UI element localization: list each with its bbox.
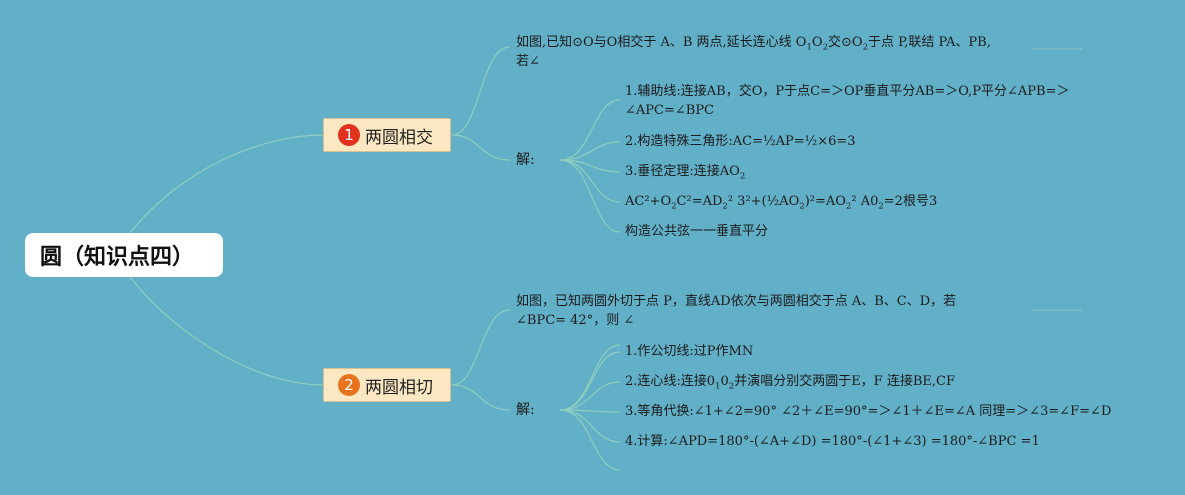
- b1-problem-text[interactable]: 如图,已知⊙O与O相交于 A、B 两点,延长连心线 O1O2交⊙O2于点 P,联…: [516, 33, 991, 71]
- connector-s2-step2: [559, 381, 621, 411]
- branch-label: 两圆相交: [365, 127, 433, 148]
- connector-s2-step4: [559, 409, 621, 443]
- b1-step-auxiliary-line[interactable]: 1.辅助线:连接AB，交O，P于点C=＞OP垂直平分AB=＞O,P平分∠APB=…: [625, 84, 1070, 118]
- b1-solution-label[interactable]: 解:: [516, 152, 535, 168]
- connector-s2-step1: [559, 351, 621, 411]
- b1-problem-line2: 若∠: [516, 54, 540, 69]
- connector-root-branch2: [129, 276, 324, 386]
- b2-problem-text[interactable]: 如图，已知两圆外切于点 P，直线AD依次与两圆相交于点 A、B、C、D，若 ∠B…: [516, 292, 956, 330]
- connector-s1-step1: [559, 99, 621, 161]
- connector-s2-step5: [559, 409, 621, 471]
- branch-node-tangent[interactable]: 2 两圆相切: [323, 368, 451, 402]
- b2-problem-line1: 如图，已知两圆外切于点 P，直线AD依次与两圆相交于点 A、B、C、D，若: [516, 294, 957, 309]
- branch-node-intersect[interactable]: 1 两圆相交: [323, 118, 451, 152]
- connector-b2-solution: [451, 384, 511, 411]
- b1-step-perpendicular-theorem[interactable]: 3.垂径定理:连接AO2: [625, 164, 746, 182]
- b2-problem-line2: ∠BPC= 42°，则 ∠: [516, 313, 635, 328]
- badge-number-2: 2: [338, 374, 360, 396]
- connector-root-branch1: [129, 134, 324, 234]
- connector-s1-step3: [559, 159, 621, 173]
- connector-b1-problem: [451, 46, 511, 136]
- branch-label: 两圆相切: [365, 377, 433, 398]
- connector-s1-step5: [559, 159, 621, 233]
- b1-step-pythagoras[interactable]: AC²+O2C²=AD2² 3²+(½AO2)²=AO2² A02=2根号3: [625, 194, 938, 212]
- root-node[interactable]: 圆（知识点四）: [25, 233, 223, 277]
- root-title: 圆（知识点四）: [40, 245, 195, 270]
- b1-problem-line1: 如图,已知⊙O与O相交于 A、B 两点,延长连心线 O1O2交⊙O2于点 P,联…: [516, 35, 991, 53]
- b1-step-common-chord[interactable]: 构造公共弦一一垂直平分: [625, 224, 769, 239]
- b2-step-center-line[interactable]: 2.连心线:连接0102并演唱分别交两圆于E，F 连接BE,CF: [625, 374, 955, 392]
- connector-s1-step2: [559, 141, 621, 161]
- badge-number-1: 1: [338, 124, 360, 146]
- b2-solution-label[interactable]: 解:: [516, 402, 535, 418]
- connector-s1-step4: [559, 159, 621, 203]
- connector-b2-problem: [451, 309, 511, 386]
- b2-step-common-tangent[interactable]: 1.作公切线:过P作MN: [625, 344, 754, 359]
- b2-step-angle-substitution[interactable]: 3.等角代换:∠1+∠2=90° ∠2＋∠E=90°=＞∠1＋∠E=∠A 同理=…: [625, 404, 1112, 419]
- b2-step-calculation[interactable]: 4.计算:∠APD=180°-(∠A+∠D) =180°-(∠1+∠3) =18…: [625, 434, 1040, 449]
- b1-step-special-triangle[interactable]: 2.构造特殊三角形:AC=½AP=½×6=3: [625, 134, 856, 149]
- connector-b1-solution: [451, 134, 511, 161]
